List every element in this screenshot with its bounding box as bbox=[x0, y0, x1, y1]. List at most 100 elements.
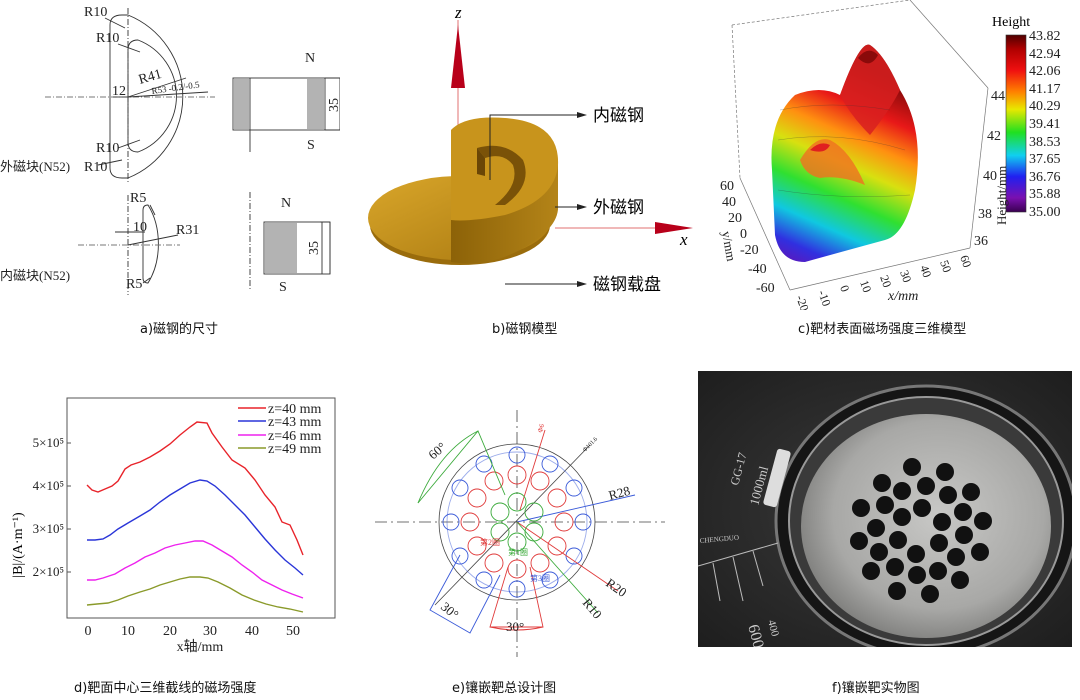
outer-magnet-label: 外磁块(N52) bbox=[0, 159, 70, 174]
ring-1-label: 第1圈 bbox=[508, 547, 528, 557]
field-strength-line-chart: z=40 mm z=43 mm z=46 mm z=49 mm 5×10⁵ 4×… bbox=[11, 397, 336, 655]
series-z49 bbox=[86, 576, 304, 613]
magnet-3d-model: z x 内磁钢 外磁钢 磁钢载盘 bbox=[368, 3, 693, 294]
caption-d: d)靶面中心三维截线的磁场强度 bbox=[74, 681, 257, 696]
x-tick: 20 bbox=[163, 624, 177, 639]
y-tick: 2×10⁵ bbox=[33, 564, 64, 579]
x-axis-arrow-icon bbox=[655, 222, 693, 234]
label-inner-magnet: 内磁钢 bbox=[593, 106, 644, 125]
x-tick: 40 bbox=[245, 624, 259, 639]
outer-section-height: 35 bbox=[327, 98, 340, 112]
r28-label: R28 bbox=[607, 483, 632, 503]
y-tick: 60 bbox=[720, 179, 734, 194]
label-magnet-carrier: 磁钢载盘 bbox=[593, 275, 661, 294]
ring-3-holes bbox=[429, 446, 636, 634]
dim-r31: R31 bbox=[176, 223, 199, 238]
colorbar-tick: 35.88 bbox=[1029, 187, 1061, 202]
x-tick: -20 bbox=[793, 293, 812, 310]
x-axis-label: x轴/mm bbox=[177, 639, 224, 655]
r20-label: R20 bbox=[603, 575, 629, 600]
y-tick: -40 bbox=[748, 262, 767, 277]
y-tick: 0 bbox=[740, 227, 747, 242]
colorbar-tick: 40.29 bbox=[1029, 99, 1061, 114]
outer-section-north: N bbox=[305, 51, 315, 66]
colorbar-tick: 36.76 bbox=[1029, 170, 1061, 185]
x-tick: 40 bbox=[917, 263, 934, 279]
hole-diameter-label: Φ6 bbox=[536, 423, 546, 434]
colorbar-tick: 43.82 bbox=[1029, 29, 1061, 44]
dim-r41: R41 bbox=[137, 67, 164, 88]
panel-b-magnet-model: z x 内磁钢 外磁钢 磁钢载盘 bbox=[355, 0, 695, 305]
z-tick: 36 bbox=[974, 234, 988, 249]
x-tick: 0 bbox=[837, 283, 852, 293]
z-axis-arrow-icon bbox=[451, 25, 465, 88]
z-tick: 42 bbox=[987, 129, 1001, 144]
z-tick: 38 bbox=[978, 207, 992, 222]
z-tick: 40 bbox=[983, 169, 997, 184]
caption-f: f)镶嵌靶实物图 bbox=[832, 681, 920, 696]
z-axis-label: z bbox=[454, 3, 462, 22]
dim-r10-top-inner: R10 bbox=[96, 31, 119, 46]
dim-r5-top: R5 bbox=[130, 191, 146, 206]
y-tick: 20 bbox=[728, 211, 742, 226]
colorbar-tick: 39.41 bbox=[1029, 117, 1061, 132]
legend-label: z=46 mm bbox=[268, 429, 321, 444]
outer-section-south: S bbox=[307, 138, 315, 153]
x-tick: 10 bbox=[857, 278, 874, 294]
x-tick: 0 bbox=[85, 624, 92, 639]
beaker-text-brand: CHENGDUO bbox=[699, 534, 739, 545]
colorbar-tick: 37.65 bbox=[1029, 152, 1061, 167]
beaker-text-mark-400: 400 bbox=[765, 619, 781, 639]
x-tick: 10 bbox=[121, 624, 135, 639]
x-tick: 50 bbox=[937, 258, 954, 274]
inner-magnet-label: 内磁块(N52) bbox=[0, 268, 70, 283]
panel-e-target-design: 60° 30° 30° R28 R20 R10 Φ101.6 Φ6 第2圈 第1… bbox=[360, 390, 680, 670]
x-tick: 30 bbox=[897, 268, 914, 284]
inner-section-north: N bbox=[281, 196, 291, 211]
angle-30-left-label: 30° bbox=[438, 599, 462, 622]
caption-b: b)磁钢模型 bbox=[492, 322, 558, 337]
label-outer-magnet: 外磁钢 bbox=[593, 198, 644, 217]
colorbar bbox=[1005, 34, 1027, 213]
panel-f-target-photo: 1000ml GG-17 CHENGDUO 400 600 bbox=[698, 371, 1072, 647]
y-tick: 40 bbox=[722, 195, 736, 210]
x-tick: -10 bbox=[815, 288, 834, 308]
surface-plot-3d: Height 43.82 42.94 42.06 41.17 40.29 39.… bbox=[719, 0, 1061, 313]
x-axis-label: x/mm bbox=[887, 289, 918, 304]
ring-1-holes bbox=[417, 430, 599, 614]
dim-offset-12: 12 bbox=[112, 84, 126, 99]
y-tick: 3×10⁵ bbox=[33, 521, 64, 536]
legend-label: z=49 mm bbox=[268, 442, 321, 457]
caption-c: c)靶材表面磁场强度三维模型 bbox=[798, 322, 967, 337]
beaker-text-mark-600: 600 bbox=[744, 623, 767, 647]
inner-section-south: S bbox=[279, 280, 287, 295]
r10-label: R10 bbox=[580, 595, 605, 621]
dim-r10-bottom-outer: R10 bbox=[84, 160, 107, 175]
x-tick: 30 bbox=[203, 624, 217, 639]
inlay-target-design-drawing: 60° 30° 30° R28 R20 R10 Φ101.6 Φ6 第2圈 第1… bbox=[375, 410, 665, 657]
colorbar-title: Height bbox=[992, 15, 1030, 30]
y-tick: -60 bbox=[756, 281, 775, 296]
series-z40 bbox=[86, 421, 304, 556]
target-photo: 1000ml GG-17 CHENGDUO 400 600 bbox=[698, 371, 1072, 647]
caption-e: e)镶嵌靶总设计图 bbox=[452, 681, 557, 696]
x-tick: 50 bbox=[286, 624, 300, 639]
plot-area bbox=[66, 397, 336, 619]
diameter-label: Φ101.6 bbox=[582, 437, 599, 454]
inner-section-height: 35 bbox=[307, 241, 322, 255]
z-tick: 44 bbox=[991, 89, 1005, 104]
y-tick: -20 bbox=[740, 243, 759, 258]
dim-r10-bottom-inner: R10 bbox=[96, 141, 119, 156]
angle-60-label: 60° bbox=[425, 439, 449, 462]
dim-r5-bottom: R5 bbox=[126, 277, 142, 292]
y-tick: 4×10⁵ bbox=[33, 478, 64, 493]
y-tick: 5×10⁵ bbox=[33, 435, 64, 450]
colorbar-tick: 42.94 bbox=[1029, 47, 1061, 62]
dim-offset-10: 10 bbox=[133, 220, 147, 235]
colorbar-tick: 35.00 bbox=[1029, 205, 1061, 220]
x-tick: 20 bbox=[877, 273, 894, 289]
series-z46 bbox=[87, 540, 304, 599]
panel-c-3d-field-surface: Height 43.82 42.94 42.06 41.17 40.29 39.… bbox=[700, 0, 1080, 313]
colorbar-tick: 42.06 bbox=[1029, 64, 1061, 79]
ring-3-label: 第3圈 bbox=[530, 573, 550, 583]
